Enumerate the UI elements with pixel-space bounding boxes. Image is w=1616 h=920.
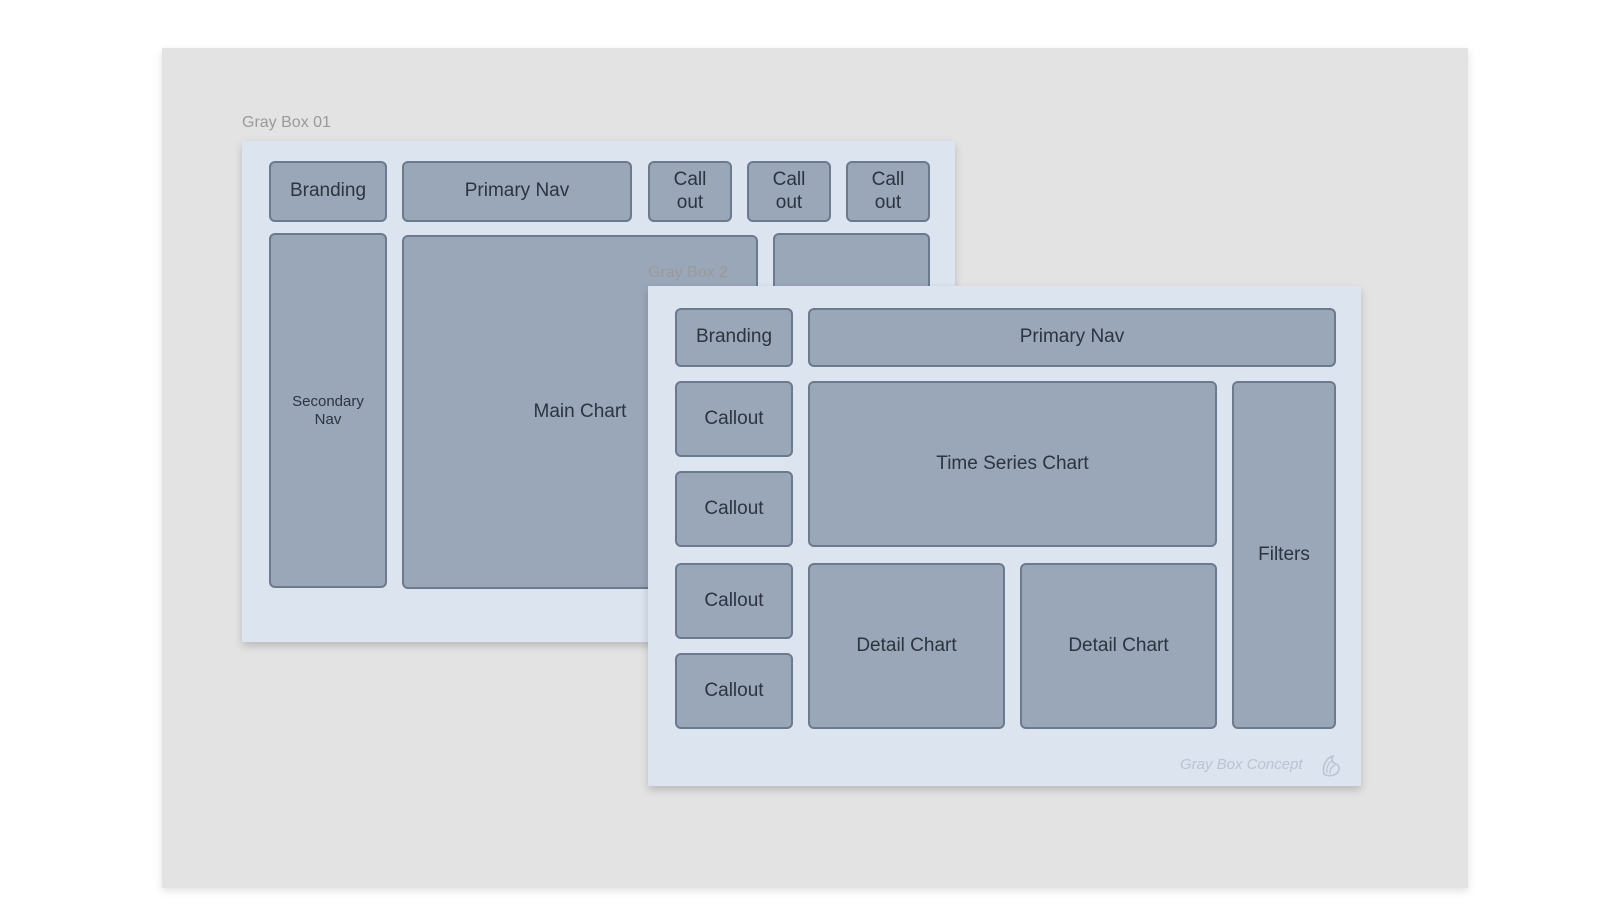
frame-label-gray-box-01: Gray Box 01 <box>242 114 331 131</box>
frame-label-gray-box-2: Gray Box 2 <box>648 264 729 281</box>
branding-box[interactable]: Branding <box>269 161 387 222</box>
detail-chart-box-1[interactable]: Detail Chart <box>808 563 1005 729</box>
time-series-chart-box[interactable]: Time Series Chart <box>808 381 1217 547</box>
watermark-text: Gray Box Concept <box>1180 756 1303 773</box>
callout-box-2[interactable]: Call out <box>747 161 831 222</box>
callout-box-3[interactable]: Call out <box>846 161 930 222</box>
primary-nav-box[interactable]: Primary Nav <box>808 308 1336 367</box>
detail-chart-box-2[interactable]: Detail Chart <box>1020 563 1217 729</box>
canvas: Gray Box 01 Branding Primary Nav Call ou… <box>162 48 1468 888</box>
bird-logo-icon <box>1322 754 1340 777</box>
callout-box-4[interactable]: Callout <box>675 653 793 729</box>
callout-box-1[interactable]: Callout <box>675 381 793 457</box>
secondary-nav-box[interactable]: Secondary Nav <box>269 233 387 588</box>
frame-gray-box-2[interactable]: Branding Primary Nav Callout Callout Cal… <box>648 286 1361 786</box>
branding-box[interactable]: Branding <box>675 308 793 367</box>
callout-box-1[interactable]: Call out <box>648 161 732 222</box>
primary-nav-box[interactable]: Primary Nav <box>402 161 632 222</box>
callout-box-2[interactable]: Callout <box>675 471 793 547</box>
filters-box[interactable]: Filters <box>1232 381 1336 729</box>
callout-box-3[interactable]: Callout <box>675 563 793 639</box>
